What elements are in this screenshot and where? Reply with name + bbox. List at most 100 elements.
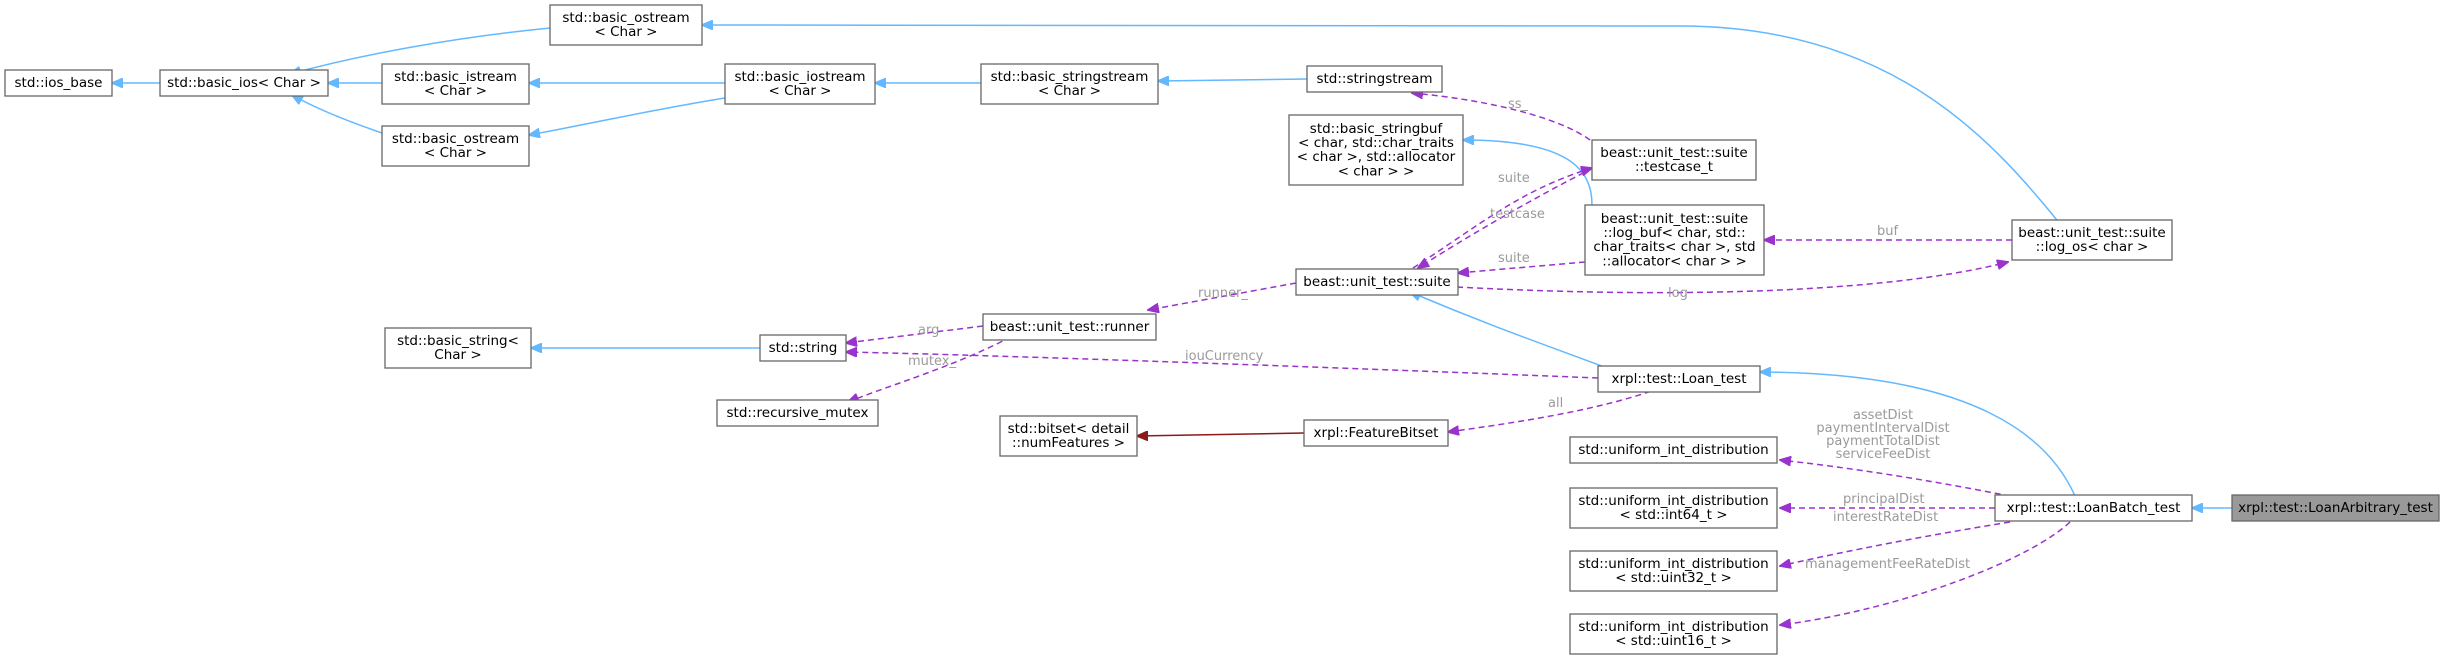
node-label-line: std::basic_stringstream	[991, 69, 1149, 85]
node-label-line: < char > >	[1338, 163, 1415, 179]
nodes: std::ios_base std::basic_ios< Char > std…	[4, 4, 2440, 655]
edge-runner-to-string	[846, 325, 984, 343]
node-label-line: std::recursive_mutex	[727, 405, 869, 421]
node-beast-unit-test-suite[interactable]: beast::unit_test::suite	[1295, 268, 1459, 296]
edge-label-log: log	[1668, 286, 1688, 301]
node-label-line: < Char >	[424, 145, 487, 161]
node-label-line: beast::unit_test::suite	[2018, 225, 2165, 241]
node-label-line: < Char >	[594, 24, 657, 40]
node-beast-unit-test-runner[interactable]: beast::unit_test::runner	[982, 313, 1157, 341]
node-label-line: < std::uint16_t >	[1615, 633, 1732, 649]
edge-label-asset-dist: assetDist	[1853, 408, 1913, 423]
node-suite-log-buf[interactable]: beast::unit_test::suite::log_buf< char, …	[1584, 204, 1765, 276]
node-label-line: < std::uint32_t >	[1615, 570, 1732, 586]
node-xrpl-test-loanbatch-test[interactable]: xrpl::test::LoanBatch_test	[1994, 494, 2193, 522]
node-label-line: beast::unit_test::runner	[990, 319, 1150, 335]
edge-suite-to-runner	[1148, 282, 1297, 310]
edge-label-management-fee-rate-dist: managementFeeRateDist	[1805, 557, 1970, 572]
node-std-recursive-mutex[interactable]: std::recursive_mutex	[716, 399, 879, 427]
node-std-basic-stringbuf[interactable]: std::basic_stringbuf< char, std::char_tr…	[1288, 114, 1464, 186]
edge-log-buf-to-suite	[1458, 261, 1586, 273]
node-label-line: beast::unit_test::suite	[1601, 211, 1748, 227]
edge-label-mutex: mutex_	[908, 354, 956, 369]
edge-suite-to-testcase-suite	[1412, 168, 1592, 269]
node-label-line: Char >	[434, 347, 481, 363]
edge-testcase-to-stringstream	[1412, 93, 1591, 141]
edges	[112, 25, 2232, 625]
node-std-basic-iostream[interactable]: std::basic_iostream< Char >	[724, 63, 876, 105]
edge-log-buf-to-stringbuf	[1463, 140, 1593, 206]
node-label-line: std::uniform_int_distribution	[1578, 619, 1768, 635]
node-label-line: ::testcase_t	[1635, 159, 1713, 175]
edge-iostream-to-ostream-mid	[529, 97, 726, 135]
node-label-line: ::log_buf< char, std::	[1603, 225, 1745, 241]
edge-log-os-to-ostream-top	[702, 25, 2066, 231]
node-label-line: < Char >	[768, 83, 831, 99]
edge-ostream-mid-to-basic-ios	[292, 95, 383, 134]
node-suite-testcase-t[interactable]: beast::unit_test::suite::testcase_t	[1591, 139, 1757, 181]
node-xrpl-test-loanarbitrary-test: xrpl::test::LoanArbitrary_test	[2231, 494, 2440, 522]
node-std-uniform-int-distribution-uint32[interactable]: std::uniform_int_distribution< std::uint…	[1569, 550, 1778, 592]
edge-label-arg: arg	[918, 323, 939, 338]
edge-label-runner: runner_	[1198, 286, 1248, 301]
edge-label-payment-interval-dist: paymentIntervalDist	[1816, 421, 1949, 436]
node-std-stringstream[interactable]: std::stringstream	[1306, 65, 1443, 93]
edge-label-all: all	[1548, 396, 1563, 411]
edge-stringstream-to-stringstream-tpl	[1158, 79, 1308, 81]
node-label-line: std::basic_stringbuf	[1310, 121, 1444, 137]
node-std-uniform-int-distribution-uint16[interactable]: std::uniform_int_distribution< std::uint…	[1569, 613, 1778, 655]
node-label-line: < Char >	[1038, 83, 1101, 99]
edge-label-iou-currency: iouCurrency	[1185, 349, 1264, 364]
node-std-basic-string[interactable]: std::basic_string<Char >	[384, 327, 532, 369]
node-label-line: std::basic_ostream	[562, 10, 689, 26]
node-xrpl-test-loan-test[interactable]: xrpl::test::Loan_test	[1597, 365, 1761, 393]
node-label-line: std::uniform_int_distribution	[1578, 556, 1768, 572]
node-label-line: < Char >	[424, 83, 487, 99]
node-label-line: std::basic_ios< Char >	[167, 75, 321, 91]
node-label-line: xrpl::test::Loan_test	[1611, 371, 1746, 387]
node-std-basic-ios[interactable]: std::basic_ios< Char >	[159, 69, 329, 97]
node-label-line: < char, std::char_traits	[1298, 135, 1454, 151]
node-std-basic-stringstream[interactable]: std::basic_stringstream< Char >	[980, 63, 1159, 105]
node-std-bitset[interactable]: std::bitset< detail::numFeatures >	[999, 415, 1138, 457]
node-std-uniform-int-distribution[interactable]: std::uniform_int_distribution	[1569, 436, 1778, 464]
node-label-line: ::log_os< char >	[2036, 239, 2149, 255]
edge-label-interest-rate-dist: interestRateDist	[1833, 510, 1938, 525]
node-label-line: std::basic_string<	[397, 333, 519, 349]
node-label-line: < char >, std::allocator	[1297, 149, 1456, 165]
node-label-line: std::ios_base	[15, 75, 103, 91]
node-std-uniform-int-distribution-int64[interactable]: std::uniform_int_distribution< std::int6…	[1569, 487, 1778, 529]
edge-loanbatch-to-loan-test	[1760, 372, 2076, 497]
node-label-line: beast::unit_test::suite	[1600, 145, 1747, 161]
node-std-basic-ostream-top[interactable]: std::basic_ostream< Char >	[549, 4, 703, 46]
edge-labels: ss_ suite testcase suite buf log runner_…	[908, 97, 1970, 572]
node-label-line: std::stringstream	[1316, 71, 1432, 87]
node-label-line: char_traits< char >, std	[1593, 239, 1755, 255]
node-label-line: xrpl::FeatureBitset	[1314, 425, 1439, 441]
node-label-line: xrpl::test::LoanArbitrary_test	[2238, 500, 2433, 516]
node-label-line: beast::unit_test::suite	[1303, 274, 1450, 290]
node-label-line: ::numFeatures >	[1012, 435, 1125, 451]
edge-label-buf: buf	[1877, 224, 1898, 239]
edge-loanbatch-to-uid16	[1780, 521, 2071, 625]
edge-label-ss: ss_	[1508, 97, 1529, 112]
node-suite-log-os[interactable]: beast::unit_test::suite::log_os< char >	[2011, 219, 2173, 261]
node-label-line: std::uniform_int_distribution	[1578, 442, 1768, 458]
node-label-line: std::string	[769, 340, 838, 356]
edge-loanbatch-to-uid32	[1780, 521, 2011, 566]
node-std-basic-ostream-mid[interactable]: std::basic_ostream< Char >	[381, 125, 530, 167]
edge-label-service-fee-dist: serviceFeeDist	[1836, 447, 1931, 462]
node-xrpl-featurebitset[interactable]: xrpl::FeatureBitset	[1303, 419, 1449, 447]
node-label-line: < std::int64_t >	[1619, 507, 1727, 523]
edge-label-testcase: testcase	[1490, 207, 1545, 222]
node-label-line: xrpl::test::LoanBatch_test	[2007, 500, 2181, 516]
edge-loan-test-to-string	[846, 352, 1599, 379]
edge-label-suite-1: suite	[1498, 171, 1530, 186]
node-label-line: std::basic_ostream	[392, 131, 519, 147]
node-std-basic-istream[interactable]: std::basic_istream< Char >	[381, 63, 530, 105]
edge-label-suite-2: suite	[1498, 251, 1530, 266]
edge-loanbatch-to-uid	[1780, 460, 2031, 501]
node-std-ios-base[interactable]: std::ios_base	[4, 69, 113, 97]
node-std-string[interactable]: std::string	[759, 334, 847, 362]
